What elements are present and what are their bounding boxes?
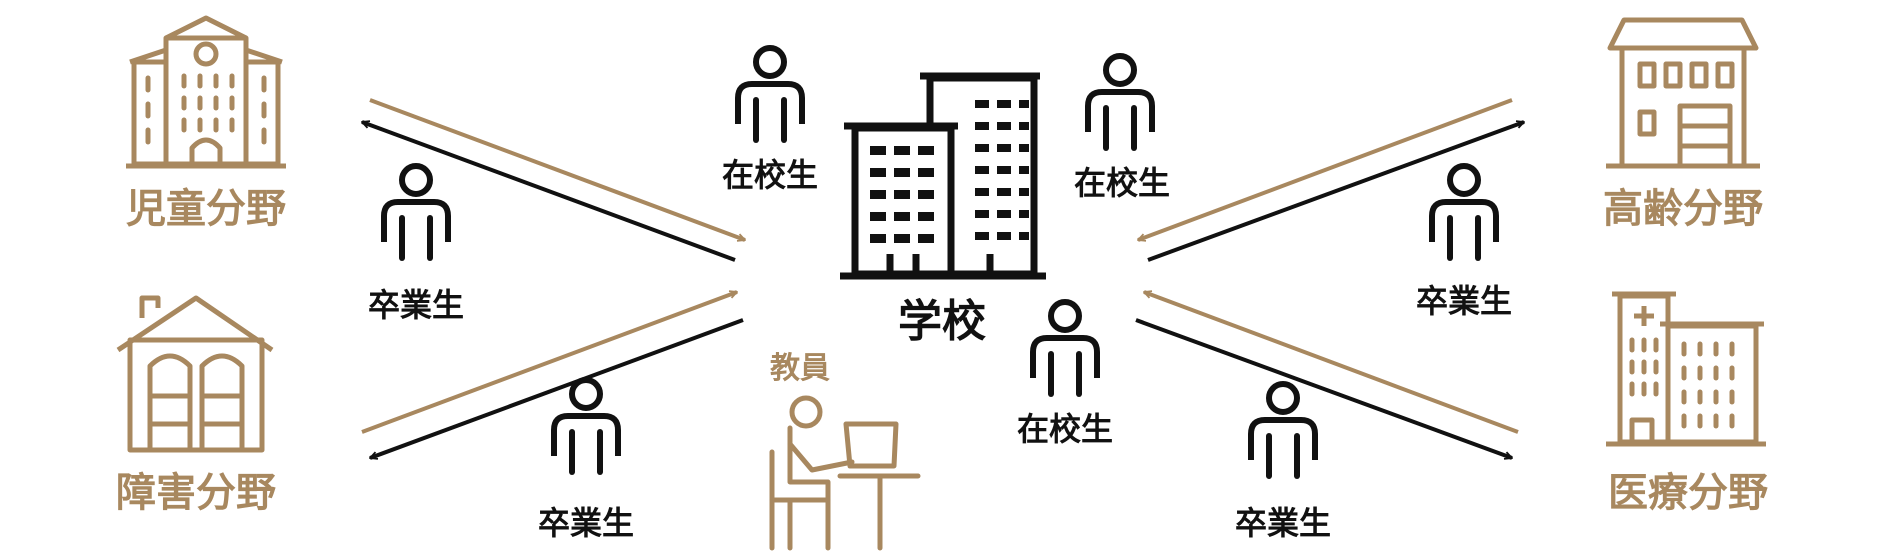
hospital-icon (1606, 291, 1766, 447)
elderly-field-label: 高齢分野 (1603, 186, 1763, 232)
person-icon (738, 48, 802, 140)
house-icon (116, 295, 274, 453)
graduate-label-4: 卒業生 (1235, 504, 1331, 542)
student-label-3: 在校生 (1017, 410, 1113, 448)
arrow-medical-to-school (1144, 290, 1519, 434)
person-icon (554, 380, 618, 472)
arrow-school-to-child (362, 120, 736, 262)
person-icon (384, 166, 448, 258)
person-icon (1432, 166, 1496, 258)
person-icon (1251, 384, 1315, 476)
student-label-1: 在校生 (722, 156, 818, 194)
graduate-label-1: 卒業生 (368, 286, 464, 324)
teacher-label: 教員 (770, 351, 830, 386)
teacher-at-desk-icon (769, 395, 921, 551)
arrow-child-to-school (369, 98, 745, 242)
arrow-school-to-medical (1135, 318, 1512, 460)
arrow-disability-to-school (361, 290, 737, 434)
arrow-school-to-disability (370, 318, 744, 460)
graduate-label-2: 卒業生 (538, 504, 634, 542)
person-icon (1088, 56, 1152, 148)
arrow-elderly-to-school (1138, 98, 1513, 242)
graduate-label-3: 卒業生 (1416, 282, 1512, 320)
disability-field-label: 障害分野 (116, 470, 276, 516)
school-buildings-icon (840, 72, 1046, 280)
person-icon (1033, 302, 1097, 394)
medical-field-label: 医療分野 (1608, 470, 1768, 516)
child-field-label: 児童分野 (126, 186, 286, 232)
arrows (361, 98, 1524, 460)
school-label: 学校 (898, 296, 986, 347)
student-label-2: 在校生 (1074, 164, 1170, 202)
care-facility-icon (1606, 17, 1760, 169)
school-building-icon (126, 15, 286, 169)
arrow-school-to-elderly (1147, 120, 1524, 262)
